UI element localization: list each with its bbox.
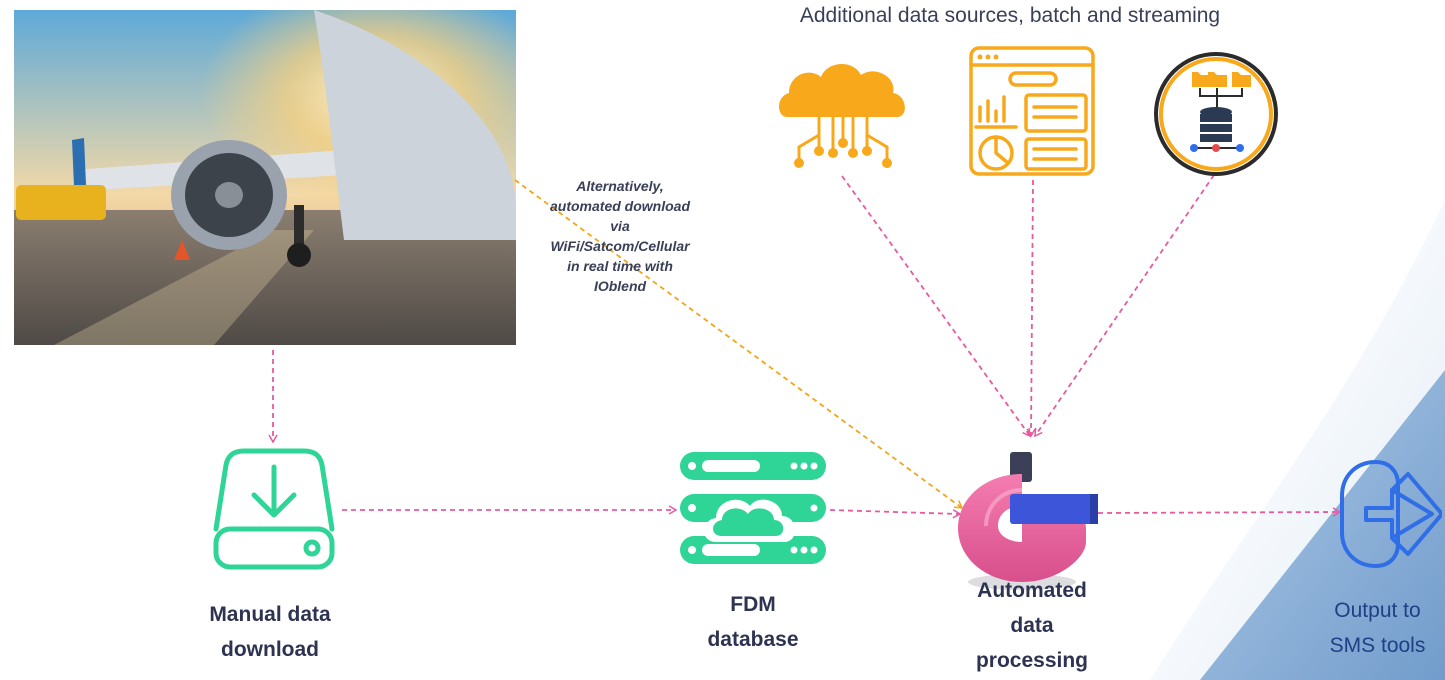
additional-sources-title: Additional data sources, batch and strea… [799,4,1221,27]
label-line: SMS tools [1329,634,1426,657]
download-drive-icon [213,448,335,570]
label-line: Manual data [209,603,331,626]
label-line: download [221,638,319,661]
label-line: Automated [977,579,1087,602]
note-line: automated download [550,198,690,214]
fdm-database-label: FDM database [653,587,853,657]
label-line: Output to [1334,599,1421,622]
note-line: in real time with [567,258,673,274]
note-line: WiFi/Satcom/Cellular [550,238,690,254]
automated-processing-label: Automated data processing [932,573,1132,678]
arrow-photo-to-processing [514,179,964,509]
note-line: via [610,218,630,234]
note-line: Alternatively, [576,178,664,194]
alternative-download-note: Alternatively, automated download via Wi… [530,176,710,296]
label-line: processing [975,649,1089,672]
exit-arrow-icon [1340,460,1442,568]
manual-download-label: Manual data download [170,597,370,667]
arrow-fdm-to-processing [829,509,962,519]
aircraft-engine-photo [14,10,516,345]
database-tree-icon [1154,52,1278,176]
arrow-database-to-processing [1034,174,1215,438]
server-cloud-icon [680,452,826,564]
label-line: FDM [730,593,776,616]
note-line: IOblend [593,278,647,294]
arrow-processing-to-output [1097,507,1342,517]
output-sms-label: Output to SMS tools [1310,593,1445,663]
dashboard-icon [969,46,1095,176]
label-line: database [707,628,799,651]
arrow-cloud-to-processing [841,175,1031,438]
label-line: data [1010,614,1054,637]
arrow-dashboard-to-processing [1026,179,1036,438]
cloud-circuit-icon [779,63,905,168]
ioblend-logo [958,452,1098,590]
